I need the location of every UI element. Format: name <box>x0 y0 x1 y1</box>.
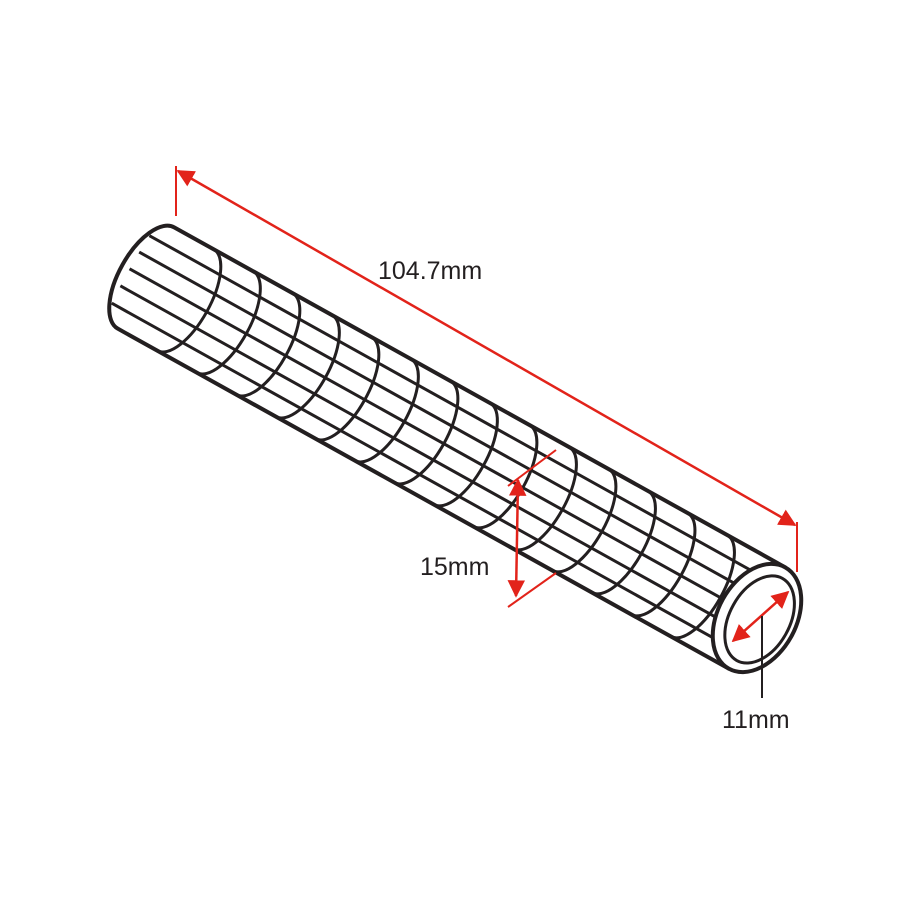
grip-longitudinal-line <box>119 284 760 643</box>
diameter-extension-lower <box>507 572 557 608</box>
outer-diameter-dimension-line <box>507 478 527 598</box>
length-label: 104.7mm <box>378 257 482 285</box>
inner-diameter-label: 11mm <box>722 706 790 734</box>
tube-drawing <box>107 223 804 675</box>
outer-diameter-label: 15mm <box>420 553 489 581</box>
length-dimension-line <box>176 169 797 527</box>
dimension-annotations: 104.7mm 15mm 11mm <box>175 166 798 734</box>
grip-longitudinal-line <box>148 234 784 590</box>
grip-longitudinal-line <box>111 301 746 657</box>
inner-diameter-dimension-line <box>731 590 790 643</box>
